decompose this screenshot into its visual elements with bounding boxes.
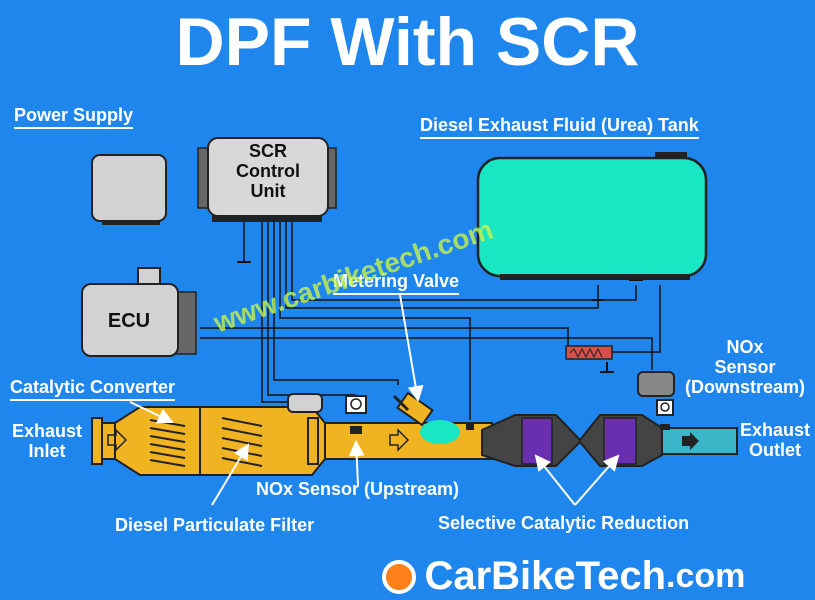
power-supply-box <box>91 154 167 225</box>
diagram-title: DPF With SCR <box>175 4 640 80</box>
power-supply-label: Power Supply <box>14 105 134 129</box>
metering-valve-label: Metering Valve <box>333 271 460 295</box>
exhaust-inlet-label: Exhaust Inlet <box>11 421 83 461</box>
def-tank <box>476 152 708 280</box>
pointer-lines <box>129 294 620 506</box>
exhaust-outlet-label: Exhaust Outlet <box>739 420 811 460</box>
scr-label: Selective Catalytic Reduction <box>438 513 690 533</box>
nox-upstream-label: NOx Sensor (Upstream) <box>256 479 460 499</box>
brand-logo-icon <box>382 559 416 594</box>
def-tank-label: Diesel Exhaust Fluid (Urea) Tank <box>420 115 699 139</box>
scr-control-unit-box <box>197 137 337 222</box>
nox-downstream-sensor <box>637 371 675 430</box>
catalytic-converter-label: Catalytic Converter <box>10 377 176 401</box>
nox-downstream-label: NOx Sensor (Downstream) <box>684 337 805 397</box>
dpf-label: Diesel Particulate Filter <box>115 515 315 535</box>
ecu-box <box>81 267 197 357</box>
brand-name: CarBikeTech <box>424 554 667 598</box>
brand-logo: CarBikeTech.com <box>382 554 745 600</box>
brand-suffix: .com <box>666 557 746 595</box>
catalyst-filter-mesh <box>149 417 263 467</box>
scr-control-unit-label: SCR Control Unit <box>236 141 300 201</box>
ecu-label: ECU <box>107 310 151 332</box>
line-heater <box>565 345 613 360</box>
wiring-harness <box>200 222 661 420</box>
nox-upstream-sensor <box>287 393 474 434</box>
scr-catalyst <box>481 414 663 467</box>
flow-arrows <box>107 428 699 452</box>
